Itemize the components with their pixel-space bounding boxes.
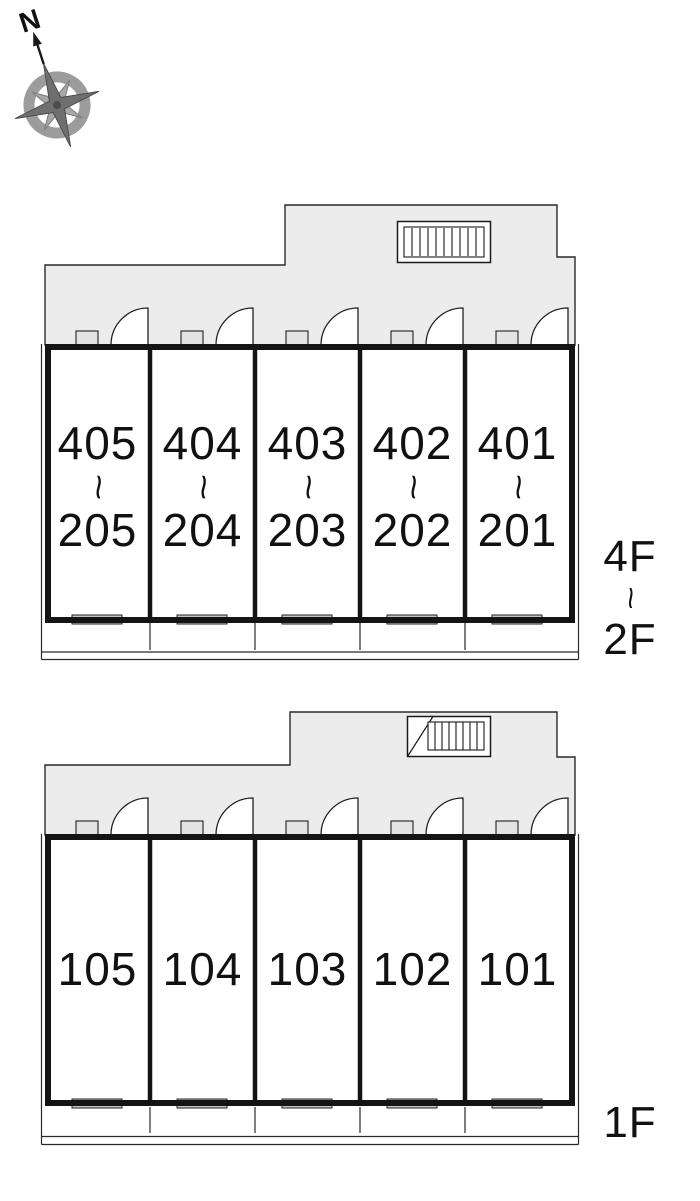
door-swing-icon: [215, 797, 254, 836]
room-number: 404: [162, 417, 243, 469]
room-number: 403: [267, 417, 348, 469]
range-tilde: ~: [183, 473, 222, 501]
lower-plan: [40, 711, 580, 1146]
door-swing-icon: [530, 797, 569, 836]
door-sidelight-icon: [285, 820, 309, 836]
room-number: 103: [267, 943, 348, 995]
room-label-402-202: 402 ~ 202: [360, 420, 465, 554]
door-swing-icon: [215, 307, 254, 346]
door-swing-icon: [530, 307, 569, 346]
upper-staircase-icon: [396, 220, 492, 264]
room-number: 201: [477, 503, 558, 556]
room-label-404-204: 404 ~ 204: [150, 420, 255, 554]
door-sidelight-icon: [495, 820, 519, 836]
floor-top: 4F: [603, 532, 657, 581]
floor-name: 1F: [603, 1098, 657, 1147]
lower-exterior-walls: [45, 834, 575, 1106]
room-label-401-201: 401 ~ 201: [465, 420, 570, 554]
upper-balcony-outline: [40, 344, 580, 661]
room-number: 202: [372, 503, 453, 556]
range-tilde: ~: [78, 473, 117, 501]
door-swing-icon: [110, 797, 149, 836]
room-label-101: 101: [465, 946, 570, 993]
upper-exterior-walls: [45, 344, 575, 623]
lower-staircase-icon: [406, 715, 492, 758]
upper-plan: [40, 204, 580, 661]
room-number: 102: [372, 943, 453, 995]
room-label-405-205: 405 ~ 205: [45, 420, 150, 554]
room-label-103: 103: [255, 946, 360, 993]
floor-label-1f: 1F: [590, 1098, 670, 1147]
door-sidelight-icon: [180, 330, 204, 346]
lower-balcony-dividers: [149, 1107, 466, 1133]
door-swing-icon: [425, 797, 464, 836]
door-swing-icon: [320, 797, 359, 836]
door-swing-icon: [110, 307, 149, 346]
room-label-104: 104: [150, 946, 255, 993]
floor-bottom: 2F: [603, 615, 657, 665]
room-number: 401: [477, 417, 558, 469]
door-sidelight-icon: [75, 330, 99, 346]
room-number: 205: [57, 503, 138, 556]
door-sidelight-icon: [390, 820, 414, 836]
room-number: 203: [267, 503, 348, 556]
door-sidelight-icon: [285, 330, 309, 346]
room-label-105: 105: [45, 946, 150, 993]
door-sidelight-icon: [390, 330, 414, 346]
upper-balcony-dividers: [149, 623, 466, 650]
floor-range-label: 4F ~ 2F: [586, 532, 674, 665]
room-label-102: 102: [360, 946, 465, 993]
compass-rose: N: [14, 3, 100, 148]
lower-balcony-outline: [40, 834, 580, 1146]
lower-doors: [75, 797, 569, 836]
room-number: 402: [372, 417, 453, 469]
north-label: N: [15, 3, 44, 39]
range-tilde: ~: [498, 473, 537, 501]
door-sidelight-icon: [75, 820, 99, 836]
room-number: 405: [57, 417, 138, 469]
range-tilde: ~: [614, 586, 647, 611]
lower-partition-walls: [147, 834, 468, 1105]
room-number: 101: [477, 943, 558, 995]
door-swing-icon: [320, 307, 359, 346]
room-number: 204: [162, 503, 243, 556]
north-arrow-icon: [33, 31, 45, 65]
room-number: 104: [162, 943, 243, 995]
room-number: 105: [57, 943, 138, 995]
range-tilde: ~: [288, 473, 327, 501]
upper-partition-walls: [147, 344, 468, 622]
door-swing-icon: [425, 307, 464, 346]
compass-center: [53, 101, 61, 109]
range-tilde: ~: [393, 473, 432, 501]
room-label-403-203: 403 ~ 203: [255, 420, 360, 554]
door-sidelight-icon: [495, 330, 519, 346]
door-sidelight-icon: [180, 820, 204, 836]
